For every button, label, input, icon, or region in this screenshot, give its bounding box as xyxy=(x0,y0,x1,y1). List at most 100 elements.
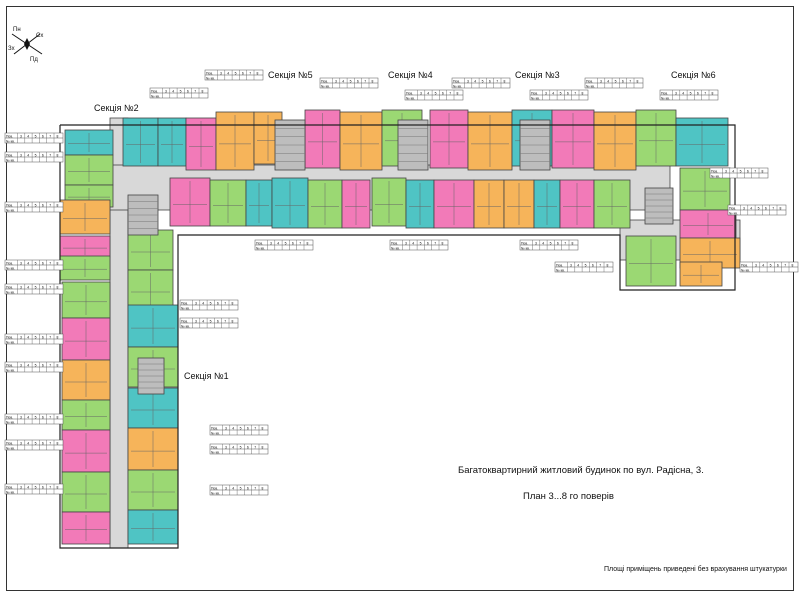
compass-east: Сх xyxy=(36,33,44,39)
compass-rose xyxy=(24,38,30,50)
apt-table-18-apt-label: № кв. xyxy=(6,490,15,494)
apt-table-15-floor-label: Пов. xyxy=(6,363,13,367)
compass-north: Пн xyxy=(13,27,21,33)
apt-table-6-floor-5: 5 xyxy=(560,91,562,95)
apt-table-28-floor-4: 4 xyxy=(232,426,234,430)
apt-table-8-floor-4: 4 xyxy=(682,91,684,95)
apt-table-16-floor-5: 5 xyxy=(35,415,37,419)
apt-table-13-floor-7: 7 xyxy=(49,285,51,289)
apt-table-24-floor-8: 8 xyxy=(607,263,609,267)
apt-table-3-floor-7: 7 xyxy=(364,79,366,83)
apt-table-5-floor-7: 7 xyxy=(496,79,498,83)
apt-table-2-floor-4: 4 xyxy=(172,89,174,93)
apt-table-22-floor-6: 6 xyxy=(765,206,767,210)
apt-table-17-floor-5: 5 xyxy=(35,441,37,445)
apt-table-9-floor-5: 5 xyxy=(35,134,37,138)
apt-table-26-floor-label: Пов. xyxy=(391,241,398,245)
apt-table-23-floor-4: 4 xyxy=(762,263,764,267)
section-6-label: Секція №6 xyxy=(671,70,716,80)
apt-table-23-floor-6: 6 xyxy=(777,263,779,267)
apt-table-25-apt-label: № кв. xyxy=(256,246,265,250)
apt-table-18-floor-3: 3 xyxy=(20,485,22,489)
apt-table-25-floor-3: 3 xyxy=(270,241,272,245)
apt-table-21-apt-label: № кв. xyxy=(711,174,720,178)
apt-table-1-apt-label: № кв. xyxy=(206,76,215,80)
apt-table-27-floor-label: Пов. xyxy=(521,241,528,245)
apt-table-1-floor-4: 4 xyxy=(227,71,229,75)
apt-table-8-floor-8: 8 xyxy=(712,91,714,95)
apt-table-17-floor-6: 6 xyxy=(42,441,44,445)
apt-table-7-floor-5: 5 xyxy=(615,79,617,83)
apt-table-9-floor-3: 3 xyxy=(20,134,22,138)
apt-table-3-floor-4: 4 xyxy=(342,79,344,83)
apt-table-27-floor-3: 3 xyxy=(535,241,537,245)
apt-table-3-apt-label: № кв. xyxy=(321,84,330,88)
apt-table-28-floor-7: 7 xyxy=(254,426,256,430)
apt-table-16-floor-3: 3 xyxy=(20,415,22,419)
apt-table-19-floor-5: 5 xyxy=(210,301,212,305)
apt-table-16-floor-7: 7 xyxy=(49,415,51,419)
apt-table-2-floor-7: 7 xyxy=(194,89,196,93)
apt-table-17-floor-8: 8 xyxy=(57,441,59,445)
apt-table-3-floor-8: 8 xyxy=(372,79,374,83)
apt-table-19-floor-7: 7 xyxy=(224,301,226,305)
apt-table-9-floor-8: 8 xyxy=(57,134,59,138)
apt-table-1-floor-5: 5 xyxy=(235,71,237,75)
apt-table-14-floor-7: 7 xyxy=(49,335,51,339)
apt-table-23-apt-label: № кв. xyxy=(741,268,750,272)
apt-table-30-floor-3: 3 xyxy=(225,486,227,490)
apt-table-25-floor-label: Пов. xyxy=(256,241,263,245)
apt-table-9-floor-7: 7 xyxy=(49,134,51,138)
apt-table-20-floor-6: 6 xyxy=(217,319,219,323)
apt-table-4-floor-4: 4 xyxy=(427,91,429,95)
apt-table-4-floor-6: 6 xyxy=(442,91,444,95)
apt-table-23-floor-8: 8 xyxy=(792,263,794,267)
apt-table-4-floor-7: 7 xyxy=(449,91,451,95)
apt-table-24-apt-label: № кв. xyxy=(556,268,565,272)
apt-table-28-floor-5: 5 xyxy=(240,426,242,430)
apt-table-20-floor-7: 7 xyxy=(224,319,226,323)
apt-table-8-floor-5: 5 xyxy=(690,91,692,95)
apt-table-29-apt-label: № кв. xyxy=(211,450,220,454)
apt-table-14-floor-4: 4 xyxy=(27,335,29,339)
apt-table-24-floor-3: 3 xyxy=(570,263,572,267)
compass-west: Зх xyxy=(8,46,15,52)
apt-table-11-apt-label: № кв. xyxy=(6,208,15,212)
apt-table-3-floor-5: 5 xyxy=(350,79,352,83)
apt-table-4-floor-8: 8 xyxy=(457,91,459,95)
apt-table-11-floor-5: 5 xyxy=(35,203,37,207)
apt-table-28-floor-6: 6 xyxy=(247,426,249,430)
apt-table-12-floor-3: 3 xyxy=(20,261,22,265)
apt-table-4-apt-label: № кв. xyxy=(406,96,415,100)
apt-table-5-floor-3: 3 xyxy=(467,79,469,83)
apt-table-6-floor-3: 3 xyxy=(545,91,547,95)
apt-table-20-floor-8: 8 xyxy=(232,319,234,323)
apt-table-2-floor-3: 3 xyxy=(165,89,167,93)
apt-table-22-floor-3: 3 xyxy=(743,206,745,210)
apt-table-21-floor-4: 4 xyxy=(732,169,734,173)
apt-table-10-floor-5: 5 xyxy=(35,153,37,157)
apt-table-26-floor-6: 6 xyxy=(427,241,429,245)
apt-table-21-floor-6: 6 xyxy=(747,169,749,173)
apt-table-7-apt-label: № кв. xyxy=(586,84,595,88)
apt-table-4-floor-label: Пов. xyxy=(406,91,413,95)
apt-table-10-apt-label: № кв. xyxy=(6,158,15,162)
apt-table-12-floor-5: 5 xyxy=(35,261,37,265)
apt-table-26-floor-7: 7 xyxy=(434,241,436,245)
apt-table-29-floor-8: 8 xyxy=(262,445,264,449)
apt-table-12-floor-label: Пов. xyxy=(6,261,13,265)
apt-table-26-floor-5: 5 xyxy=(420,241,422,245)
apt-table-18-floor-7: 7 xyxy=(49,485,51,489)
apt-table-29-floor-5: 5 xyxy=(240,445,242,449)
apt-table-20-floor-5: 5 xyxy=(210,319,212,323)
apt-table-30-floor-4: 4 xyxy=(232,486,234,490)
apt-table-15-floor-3: 3 xyxy=(20,363,22,367)
apt-table-22-apt-label: № кв. xyxy=(729,211,738,215)
apt-table-24-floor-4: 4 xyxy=(577,263,579,267)
apt-table-30-floor-5: 5 xyxy=(240,486,242,490)
apt-table-1-floor-3: 3 xyxy=(220,71,222,75)
apt-table-18-floor-label: Пов. xyxy=(6,485,13,489)
apt-table-17-floor-3: 3 xyxy=(20,441,22,445)
apt-table-4-floor-3: 3 xyxy=(420,91,422,95)
